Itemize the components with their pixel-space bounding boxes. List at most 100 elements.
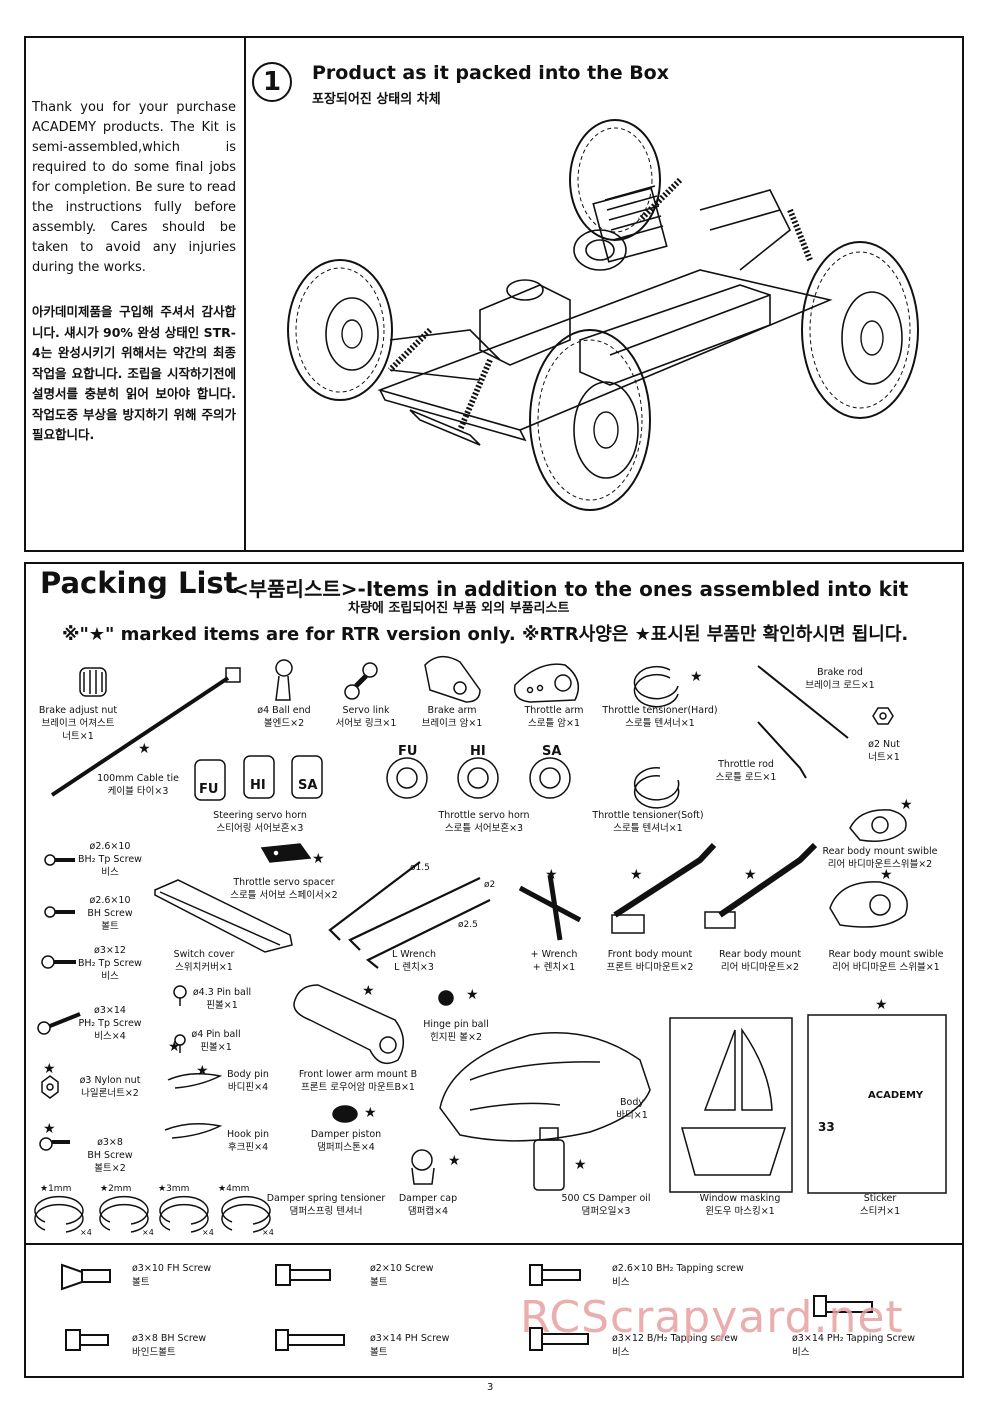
sticker-academy-text: ACADEMY (868, 1090, 924, 1101)
packing-frame (24, 562, 964, 1378)
throttle-tensioner-soft-icon (633, 767, 680, 809)
rear-body-mount-icon (704, 842, 818, 929)
screw-icon-4 (37, 1012, 81, 1035)
spacer-size-2: ★2mm (100, 1184, 132, 1194)
screw-icon-5 (39, 1137, 70, 1151)
damper-spring-tensioner-icon (34, 1195, 271, 1233)
sticker-frame (807, 1014, 947, 1194)
label-throttle-tensioner-soft: Throttle tensioner(Soft)스로틀 텐셔너×1 (592, 810, 704, 834)
rtr-star: ★ (880, 867, 893, 883)
front-body-mount-icon (611, 842, 717, 934)
rtr-star: ★ (630, 867, 643, 883)
screw-icon-3 (41, 955, 76, 969)
spacer-qty-1: ×4 (80, 1228, 92, 1237)
screw-icon-2 (44, 906, 75, 918)
switch-cover-icon (154, 879, 293, 953)
rear-body-mount-swible-2-icon (829, 881, 908, 928)
wrench-size-3: ø2.5 (458, 920, 478, 930)
horn-code-sa: SA (298, 778, 318, 793)
front-lower-arm-mount-icon (293, 984, 404, 1065)
window-masking-frame (669, 1017, 793, 1193)
throttle-tensioner-hard-icon (633, 665, 679, 708)
page-number: 3 (487, 1382, 494, 1393)
servo-link-icon (344, 662, 378, 700)
packing-title: Packing List (40, 566, 238, 600)
rtr-note: ※"★" marked items are for RTR version on… (62, 624, 909, 645)
label-throttle-tensioner-hard: Throttle tensioner(Hard)스로틀 텐셔너×1 (602, 705, 718, 729)
rc-car-illustration (287, 119, 919, 511)
rtr-star: ★ (196, 1063, 209, 1079)
packing-subtitle: <부품리스트>-Items in addition to the ones as… (232, 577, 909, 601)
rtr-star: ★ (545, 867, 558, 883)
spacer-size-3: ★3mm (158, 1184, 190, 1194)
brake-arm-icon (424, 656, 481, 703)
throttle-rod-icon (757, 721, 807, 779)
top-frame (24, 36, 964, 552)
screw-icon-1 (44, 854, 75, 866)
rtr-star: ★ (690, 669, 703, 685)
rtr-star: ★ (43, 1061, 56, 1077)
l-wrench-icon (328, 861, 491, 969)
rtr-star: ★ (362, 983, 375, 999)
spacer-qty-3: ×4 (202, 1228, 214, 1237)
horn-code-hi: HI (250, 778, 266, 793)
rtr-star: ★ (448, 1153, 461, 1169)
nylon-nut-icon (41, 1075, 59, 1099)
damper-oil-icon (533, 1127, 565, 1191)
pin-ball-icon (173, 985, 187, 1053)
spacer-qty-2: ×4 (142, 1228, 154, 1237)
rtr-star: ★ (900, 797, 913, 813)
step-title: Product as it packed into the Box (312, 62, 669, 84)
ball-end-icon (275, 659, 293, 701)
intro-english: Thank you for your purchase ACADEMY prod… (32, 100, 236, 275)
rtr-star: ★ (138, 741, 151, 757)
throttle-servo-spacer-icon (260, 843, 312, 863)
sticker-number: 33 (818, 1120, 835, 1134)
label-plus-wrench: + Wrench+ 렌치×1 (530, 949, 578, 973)
throttle-horn-code-fu: FU (398, 744, 418, 759)
damper-piston-icon (332, 1105, 358, 1123)
hinge-pin-ball-icon (438, 990, 454, 1006)
intro-divider (244, 36, 246, 552)
wrench-size-1: ø1.5 (410, 863, 430, 873)
damper-cap-icon (411, 1149, 435, 1185)
nut-icon (872, 707, 894, 725)
throttle-arm-icon (513, 663, 580, 703)
window-masking-icon (681, 1027, 787, 1176)
intro-korean: 아카데미제품을 구입해 주셔서 감사합니다. 섀시가 90% 완성 상태인 ST… (32, 304, 236, 442)
spacer-qty-4: ×4 (262, 1228, 274, 1237)
rtr-star: ★ (574, 1157, 587, 1173)
cable-tie-icon (50, 667, 241, 797)
